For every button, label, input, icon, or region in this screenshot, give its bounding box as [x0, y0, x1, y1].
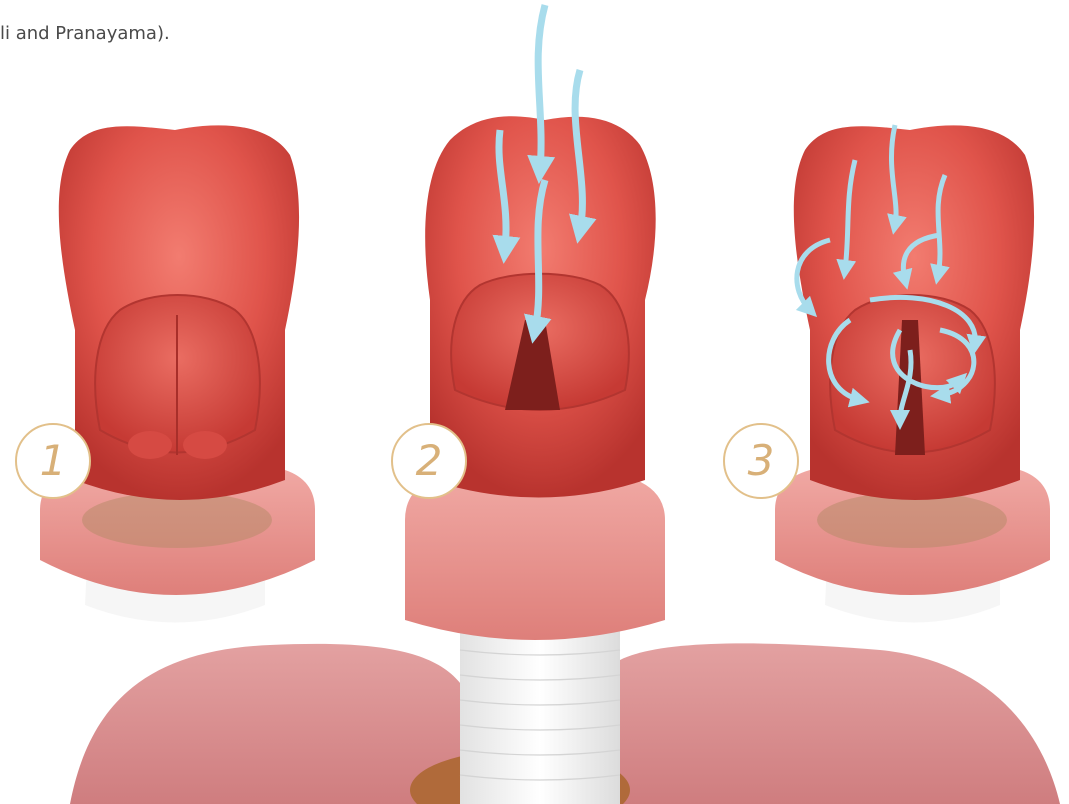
panel-1-larynx	[40, 125, 315, 622]
panel-3-larynx	[775, 125, 1050, 623]
windpipe	[460, 620, 620, 804]
panel-2-larynx	[405, 5, 665, 640]
